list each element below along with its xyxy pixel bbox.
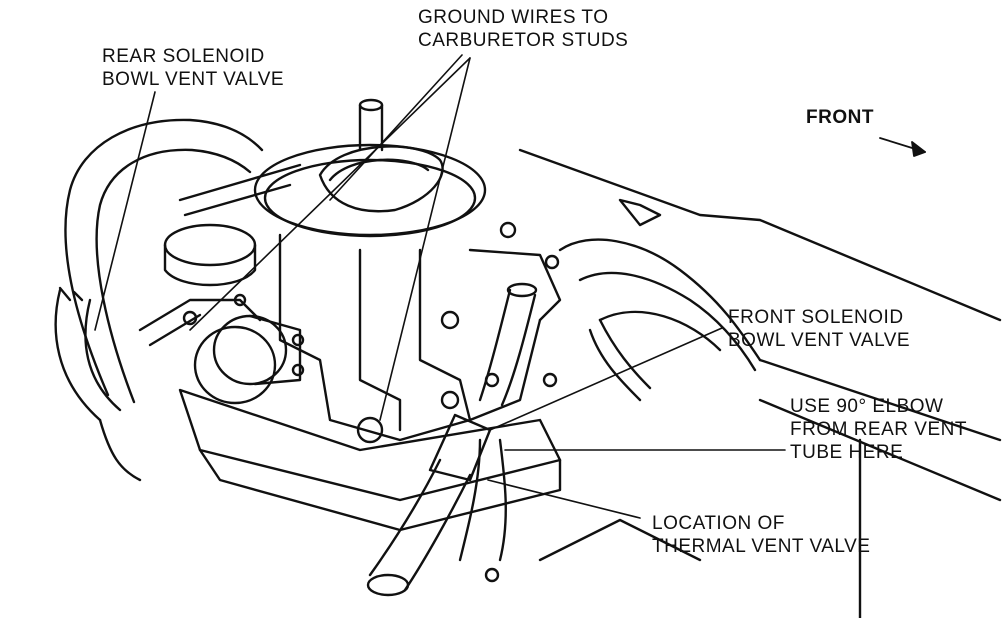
label-front-solenoid: FRONT SOLENOID BOWL VENT VALVE xyxy=(728,306,910,352)
leader-ground-wire-1 xyxy=(329,54,463,201)
label-ground-wires-line2: CARBURETOR STUDS xyxy=(418,30,629,51)
front-arrow-icon xyxy=(879,137,926,157)
leader-lines xyxy=(94,54,786,519)
leader-rear-solenoid xyxy=(94,91,156,331)
label-ground-wires-line1: GROUND WIRES TO xyxy=(418,7,609,28)
label-elbow-line3: TUBE HERE xyxy=(790,442,904,463)
label-front-text: FRONT xyxy=(806,107,874,128)
rear-solenoid xyxy=(138,163,305,405)
front-vent-hose xyxy=(366,282,652,597)
label-elbow: USE 90° ELBOW FROM REAR VENT TUBE HERE xyxy=(790,395,967,464)
leader-ground-wire-3 xyxy=(379,57,471,421)
leader-ground-wire-2 xyxy=(189,57,471,331)
label-ground-wires: GROUND WIRES TO CARBURETOR STUDS xyxy=(418,6,628,52)
label-thermal-line1: LOCATION OF xyxy=(652,513,785,534)
label-thermal: LOCATION OF THERMAL VENT VALVE xyxy=(652,512,870,558)
label-front-solenoid-line2: BOWL VENT VALVE xyxy=(728,330,911,351)
label-front: FRONT xyxy=(806,106,874,129)
label-rear-solenoid-line1: REAR SOLENOID xyxy=(102,46,265,67)
label-rear-solenoid-line2: BOWL VENT VALVE xyxy=(102,69,285,90)
engine-block xyxy=(518,148,1002,618)
label-thermal-line2: THERMAL VENT VALVE xyxy=(652,536,871,557)
leader-thermal xyxy=(487,479,641,519)
label-front-solenoid-line1: FRONT SOLENOID xyxy=(728,307,904,328)
label-rear-solenoid: REAR SOLENOID BOWL VENT VALVE xyxy=(102,45,284,91)
label-elbow-line1: USE 90° ELBOW xyxy=(790,396,944,417)
label-elbow-line2: FROM REAR VENT xyxy=(790,419,967,440)
left-vent-hose xyxy=(54,118,264,482)
leader-front-solenoid xyxy=(489,327,723,431)
